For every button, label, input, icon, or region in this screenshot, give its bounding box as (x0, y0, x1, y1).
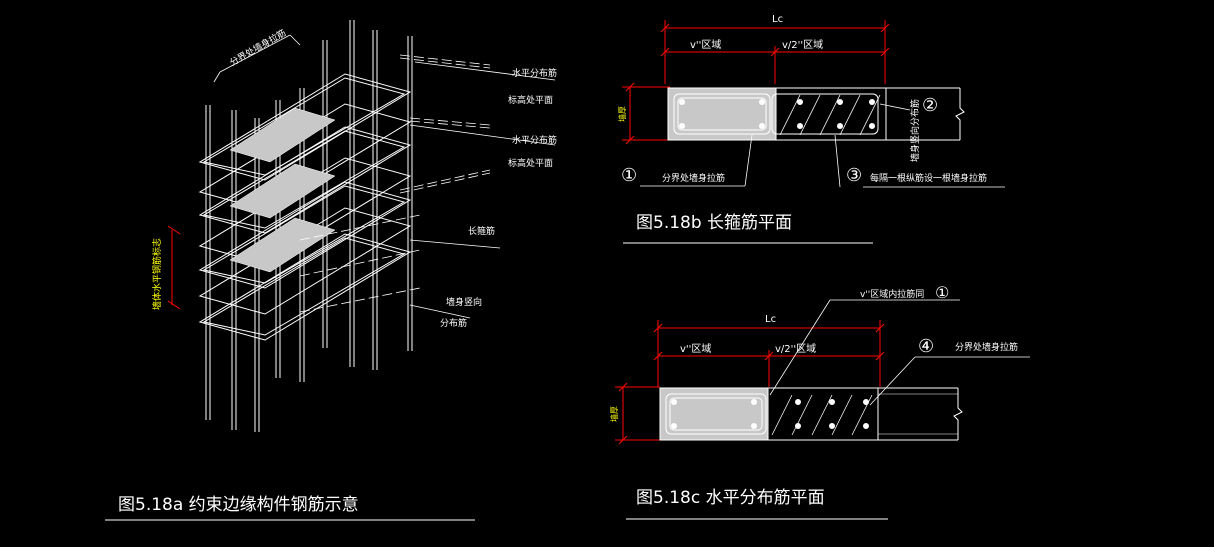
marker4-c: ④ (918, 336, 934, 357)
caption-c: 图5.18c 水平分布筋平面 (636, 488, 825, 508)
lc-label-b: Lc (772, 14, 783, 25)
dim-chain-c (615, 320, 885, 445)
marker4-text-c: 分界处墙身拉筋 (955, 341, 1018, 353)
dim-chain-b (622, 20, 890, 145)
leaders-c (769, 299, 1030, 406)
lc-label-c: Lc (765, 314, 776, 325)
marker1-text-b: 分界处墙身拉筋 (662, 172, 725, 184)
stirrup-inner-c (669, 397, 763, 431)
figure-b: Lc v''区域 v/2''区域 墙厚 ① (617, 14, 1005, 244)
slabs (229, 107, 336, 273)
marker2-b: ② (922, 95, 938, 116)
zone1-label-b: v''区域 (690, 38, 721, 51)
leaders-a (213, 34, 556, 319)
zone1-label-c: v''区域 (680, 342, 711, 355)
leaders-b (640, 103, 1005, 188)
label-top-left: 分界处墙身拉筋 (228, 27, 289, 69)
left-dim-label-c: 墙厚 (609, 406, 619, 422)
break-c (953, 388, 963, 440)
marker3-text-b: 每隔一根纵筋设一根墙身拉筋 (870, 172, 987, 184)
left-dim-label-a: 墙体水平钢筋标志 (151, 238, 163, 310)
hatching-c (771, 394, 873, 436)
label-horiz-2-l1: 水平分布筋 (512, 134, 557, 146)
left-dimension-a (167, 225, 181, 310)
label-stirrup: 长箍筋 (468, 225, 495, 237)
label-wall-vert-l2: 分布筋 (440, 317, 467, 329)
caption-a: 图5.18a 约束边缘构件钢筋示意 (118, 495, 359, 515)
stirrup-long-b (771, 93, 879, 135)
label-horiz-1-l2: 标高处平面 (508, 94, 553, 106)
stirrup-inner-b (677, 97, 767, 131)
label-horiz-2-l2: 标高处平面 (508, 157, 553, 169)
hatching-b (779, 94, 881, 136)
figure-c: Lc v''区域 v/2''区域 墙厚 v''区域内拉筋同 ① (609, 283, 1030, 520)
caption-b: 图5.18b 长箍筋平面 (636, 213, 792, 233)
label-wall-vert-l1: 墙身竖向 (446, 296, 482, 308)
left-dim-label-b: 墙厚 (617, 106, 627, 122)
rebars-b (679, 99, 875, 129)
stirrup-outer-c (665, 393, 767, 435)
figure-a: 墙体水平钢筋标志 分界处墙身拉筋 水平分布筋 标高处平面 水平分布筋 标高处平面… (105, 20, 557, 521)
marker3-b: ③ (846, 165, 862, 186)
break-b (955, 88, 965, 140)
marker2-text-b: 墙身竖向分布筋 (909, 99, 921, 162)
callout1-marker-c: ① (935, 283, 949, 302)
section-gray-b (667, 87, 777, 141)
section-hatched-c (767, 387, 879, 441)
section-hatched-b (775, 87, 887, 141)
stirrup-outer-b (673, 93, 771, 135)
callout1-c: v''区域内拉筋同 (860, 288, 924, 300)
label-horiz-1-l1: 水平分布筋 (512, 67, 557, 79)
distribution-bars (299, 54, 491, 313)
rebars-c (671, 399, 869, 429)
zone2-label-b: v/2''区域 (782, 38, 823, 51)
section-gray-c (659, 387, 769, 441)
marker1-b: ① (621, 165, 637, 186)
zone2-label-c: v/2''区域 (775, 342, 816, 355)
